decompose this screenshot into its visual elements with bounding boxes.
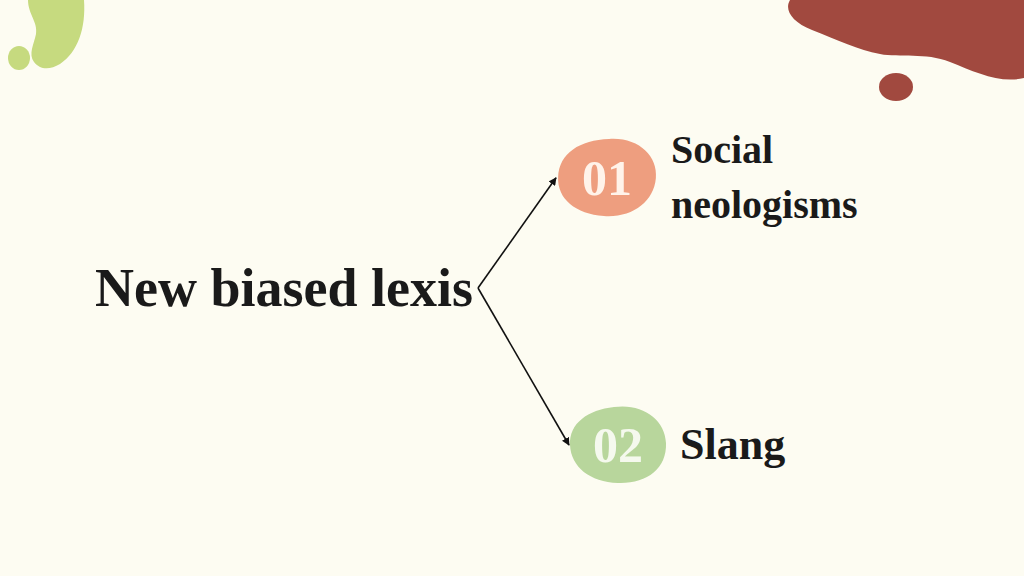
topic-node: New biased lexis	[90, 261, 478, 315]
green-corner-dot	[8, 46, 30, 70]
green-corner-blob	[28, 0, 84, 68]
red-corner-dot	[879, 73, 913, 101]
red-corner-blob	[788, 0, 1024, 80]
number-blob: 02	[568, 403, 668, 487]
arrow-connector	[478, 178, 556, 288]
arrow-connector	[478, 288, 569, 445]
numbered-item: 02 Slang	[568, 403, 785, 487]
topic-title: New biased lexis	[90, 261, 478, 315]
item-label: Social neologisms	[671, 123, 941, 233]
numbered-item: 01 Social neologisms	[555, 123, 941, 233]
item-number: 02	[593, 420, 643, 470]
number-blob: 01	[555, 136, 659, 220]
item-label: Slang	[680, 419, 785, 472]
item-number: 01	[582, 153, 632, 203]
